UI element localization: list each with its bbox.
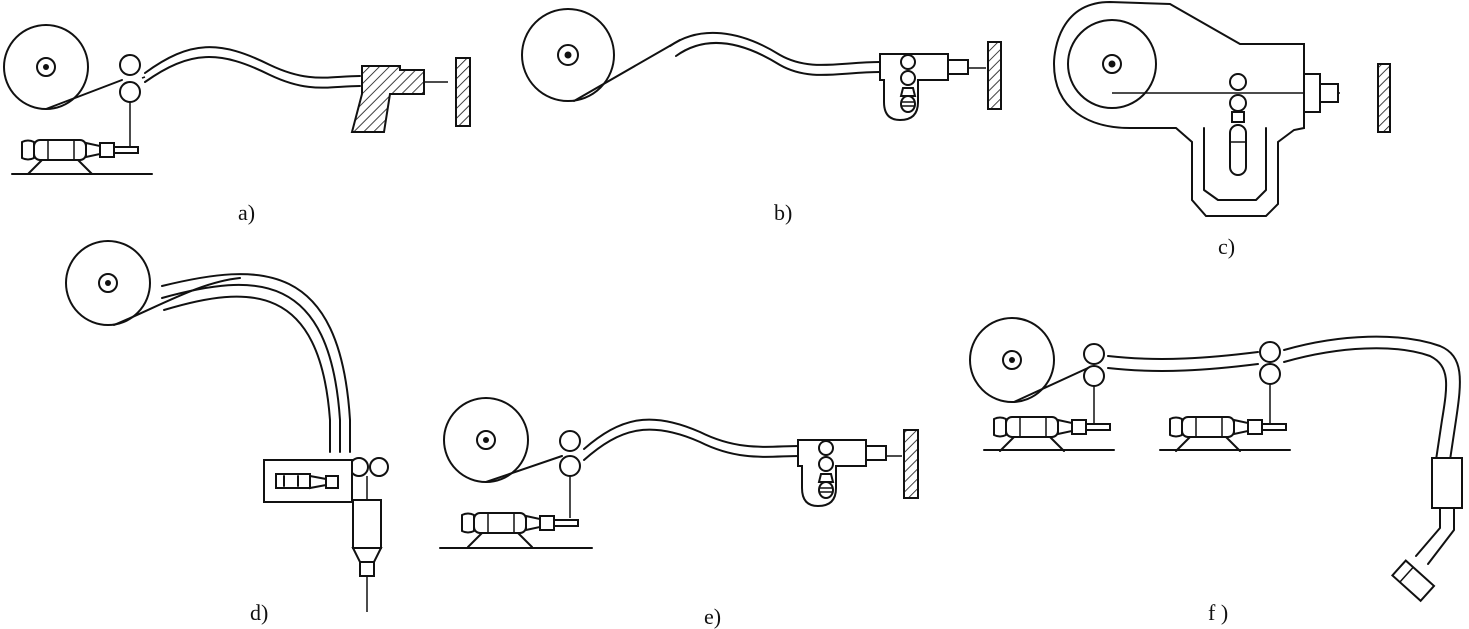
caption-c: c) <box>1218 234 1235 259</box>
panel-b: b) <box>521 8 1002 225</box>
panel-d: d) <box>65 240 389 625</box>
caption-d: d) <box>250 600 268 625</box>
caption-b: b) <box>774 200 792 225</box>
caption-a: a) <box>238 200 255 225</box>
panel-f: f ) <box>969 317 1463 625</box>
panel-a: a) <box>3 24 471 225</box>
panel-e: e) <box>439 397 919 629</box>
panel-c: c) <box>1052 0 1391 259</box>
caption-f: f ) <box>1208 600 1228 625</box>
caption-e: e) <box>704 604 721 629</box>
